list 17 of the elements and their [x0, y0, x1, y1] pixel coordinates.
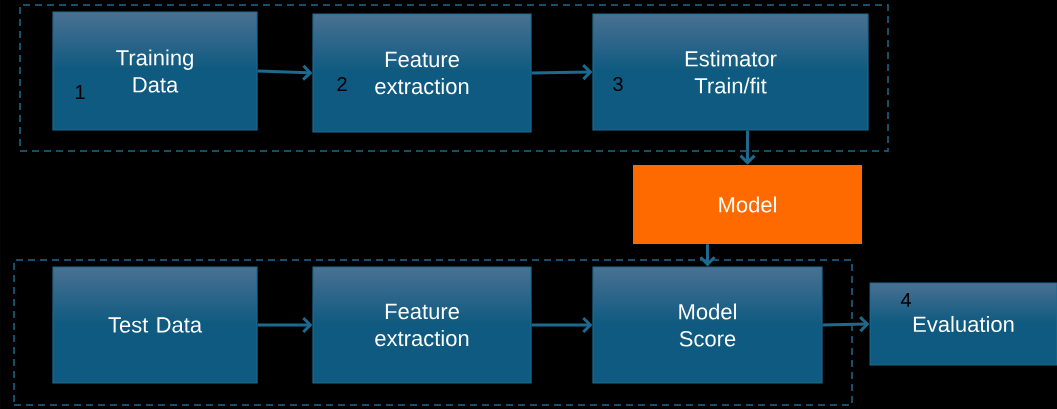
model-box: Model	[633, 165, 862, 244]
dashed-group-frame	[13, 259, 853, 406]
callout-number: 1	[76, 85, 85, 99]
process-box: Model Score	[592, 266, 823, 384]
arrow	[822, 316, 870, 333]
dashed-group-frame	[19, 4, 889, 152]
callout-number: 3	[613, 76, 623, 92]
arrow	[257, 64, 313, 81]
arrow	[699, 244, 716, 267]
callout-number: 4	[900, 293, 911, 307]
arrow	[531, 316, 593, 334]
arrow	[531, 64, 593, 81]
arrow	[257, 316, 313, 334]
callout-number: 2	[337, 77, 347, 91]
process-box: Test Data	[52, 266, 258, 384]
arrow	[739, 130, 756, 165]
process-box: Feature extraction	[312, 266, 532, 384]
